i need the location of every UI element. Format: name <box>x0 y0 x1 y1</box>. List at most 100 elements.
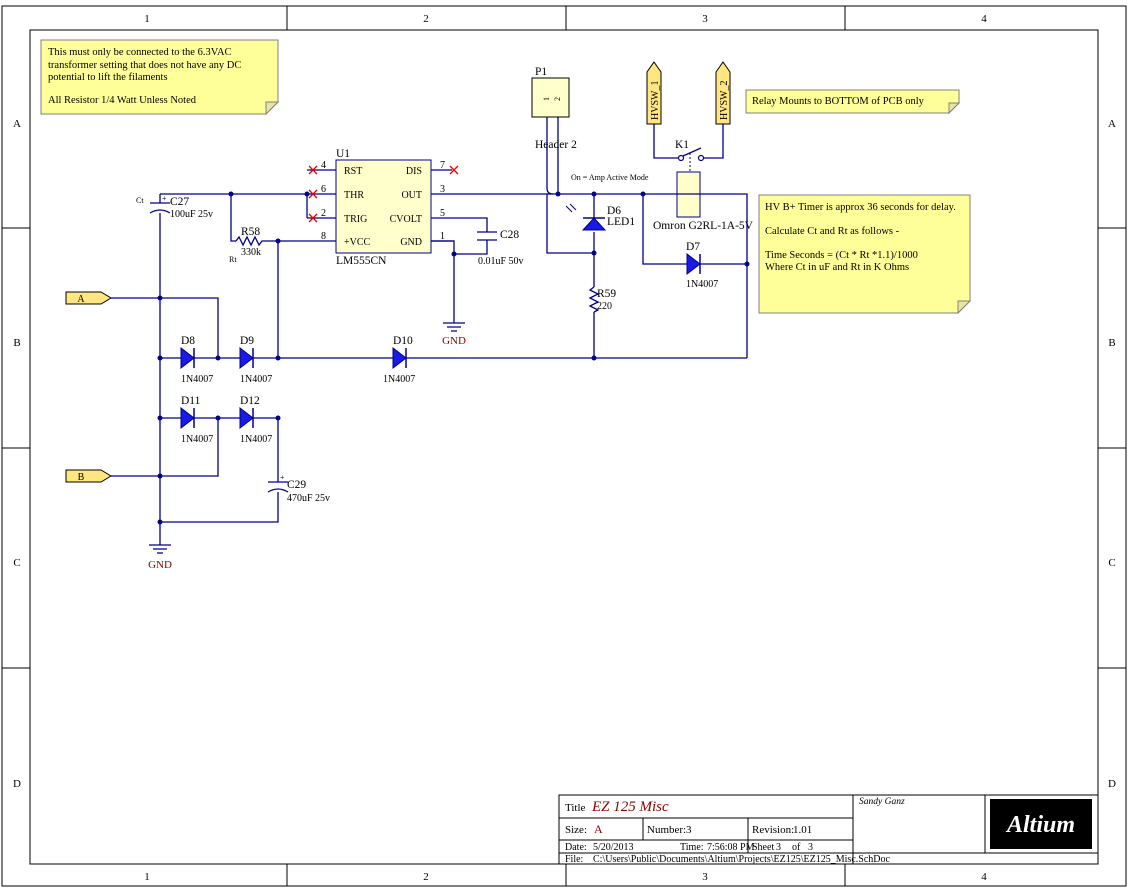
u1-timer-ic: U1 LM555CN RST THR TRIG +VCC DIS OUT CVO… <box>307 148 454 267</box>
c27-plus: + <box>162 194 167 203</box>
time-label: Time: <box>680 842 704 853</box>
altium-logo-text: Altium <box>1005 812 1075 838</box>
size-label: Size: <box>565 824 587 836</box>
altium-logo: Altium <box>990 799 1092 849</box>
p1-pin2: 2 <box>553 97 562 101</box>
r58-resistor: R58 330k Rt <box>229 226 264 264</box>
d11-value: 1N4007 <box>181 434 213 445</box>
port-hvsw2: HVSW_2 <box>715 61 731 125</box>
u1-pin-out: OUT <box>401 190 422 201</box>
row-label-left-b: B <box>13 337 20 349</box>
col-label-top-1: 1 <box>144 13 150 25</box>
time-value: 7:56:08 PM <box>707 842 755 853</box>
c29-value: 470uF 25v <box>287 493 330 504</box>
frame-labels: 1 2 3 4 1 2 3 4 A B C D A B C D <box>13 13 1116 883</box>
row-label-right-d: D <box>1108 778 1116 790</box>
d7-ref: D7 <box>686 241 700 253</box>
title-label: Title <box>565 802 586 814</box>
note-resistor: All Resistor 1/4 Watt Unless Noted <box>48 95 197 106</box>
col-label-bottom-3: 3 <box>702 871 708 883</box>
p1-name: Header 2 <box>535 139 577 151</box>
u1-pinnum-5: 5 <box>440 208 445 219</box>
d8-diode: D8 1N4007 <box>180 335 213 385</box>
u1-pin-thr: THR <box>344 190 364 201</box>
revision-label: Revision: <box>752 824 794 836</box>
note-filament-line3: potential to lift the filaments <box>48 72 168 83</box>
c27-ref: C27 <box>170 196 189 208</box>
u1-pin-cvolt: CVOLT <box>390 214 422 225</box>
r58-alias: Rt <box>229 255 237 264</box>
d7-diode: D7 1N4007 <box>686 241 718 290</box>
u1-pinnum-8: 8 <box>321 231 326 242</box>
sheet-label: Sheet <box>752 842 774 853</box>
note-timer-line3: Time Seconds = (Ct * Rt *1.1)/1000 <box>765 250 918 261</box>
k1-ref: K1 <box>675 139 689 151</box>
note-relay-mount: Relay Mounts to BOTTOM of PCB only <box>745 89 961 115</box>
number-label: Number: <box>647 824 686 836</box>
u1-pin-trig: TRIG <box>344 214 367 225</box>
c27-alias: Ct <box>136 196 144 205</box>
col-label-top-3: 3 <box>702 13 708 25</box>
d9-ref: D9 <box>240 335 254 347</box>
c28-capacitor: C28 0.01uF 50v <box>477 229 524 267</box>
r59-value: 220 <box>597 301 612 312</box>
c29-plus: + <box>280 473 285 482</box>
col-label-bottom-4: 4 <box>981 871 987 883</box>
title-block: Title EZ 125 Misc Sandy Ganz Size: A Num… <box>558 794 1099 865</box>
d12-value: 1N4007 <box>240 434 272 445</box>
row-label-left-d: D <box>13 778 21 790</box>
note-filament: This must only be connected to the 6.3VA… <box>40 39 280 116</box>
file-path: C:\Users\Public\Documents\Altium\Project… <box>593 854 890 865</box>
amp-active-note: On = Amp Active Mode <box>571 173 649 182</box>
d7-value: 1N4007 <box>686 279 718 290</box>
d12-diode: D12 1N4007 <box>239 395 272 445</box>
number-value: 3 <box>686 824 692 836</box>
port-a-label: A <box>77 294 85 305</box>
sheet-total: 3 <box>808 842 813 853</box>
k1-part: Omron G2RL-1A-5V <box>653 220 754 232</box>
u1-pin-gnd: GND <box>400 237 422 248</box>
col-label-top-2: 2 <box>423 13 429 25</box>
row-label-right-c: C <box>1108 557 1115 569</box>
file-label: File: <box>565 854 583 865</box>
d12-ref: D12 <box>240 395 260 407</box>
col-label-bottom-2: 2 <box>423 871 429 883</box>
r58-ref: R58 <box>241 226 260 238</box>
gnd-label-u1: GND <box>442 335 466 347</box>
c28-ref: C28 <box>500 229 519 241</box>
k1-relay: K1 Omron G2RL-1A-5V On = Amp Active Mode <box>571 139 754 232</box>
port-hvsw2-label: HVSW_2 <box>719 81 730 120</box>
gnd-label-main: GND <box>148 559 172 571</box>
c29-capacitor: + C29 470uF 25v <box>267 473 330 504</box>
port-b: B <box>65 469 112 483</box>
c29-ref: C29 <box>287 479 306 491</box>
row-label-right-a: A <box>1108 118 1116 130</box>
junctions <box>157 191 750 525</box>
row-label-left-c: C <box>13 557 20 569</box>
u1-pinnum-7: 7 <box>440 160 445 171</box>
u1-pin-rst: RST <box>344 166 362 177</box>
note-timer-line4: Where Ct in uF and Rt in K Ohms <box>765 262 909 273</box>
size-value: A <box>594 822 603 836</box>
u1-pinnum-1: 1 <box>440 231 445 242</box>
col-label-top-4: 4 <box>981 13 987 25</box>
c28-value: 0.01uF 50v <box>478 256 524 267</box>
p1-ref: P1 <box>535 66 547 78</box>
d9-diode: D9 1N4007 <box>239 335 272 385</box>
d10-diode: D10 1N4007 <box>383 335 415 385</box>
col-label-bottom-1: 1 <box>144 871 150 883</box>
date-value: 5/20/2013 <box>593 842 634 853</box>
note-filament-line2: transformer setting that does not have a… <box>48 60 241 71</box>
note-filament-line1: This must only be connected to the 6.3VA… <box>48 47 232 58</box>
d8-ref: D8 <box>181 335 195 347</box>
note-timer-line1: HV B+ Timer is approx 36 seconds for del… <box>765 202 956 213</box>
gnd-symbol-main: GND <box>148 544 172 571</box>
p1-pin1: 1 <box>542 97 551 101</box>
d11-ref: D11 <box>181 395 201 407</box>
revision-value: 1.01 <box>793 824 812 836</box>
u1-pinnum-2: 2 <box>321 208 326 219</box>
c27-capacitor: + C27 100uF 25v Ct <box>136 194 213 220</box>
d10-ref: D10 <box>393 335 413 347</box>
r58-value: 330k <box>241 247 261 258</box>
